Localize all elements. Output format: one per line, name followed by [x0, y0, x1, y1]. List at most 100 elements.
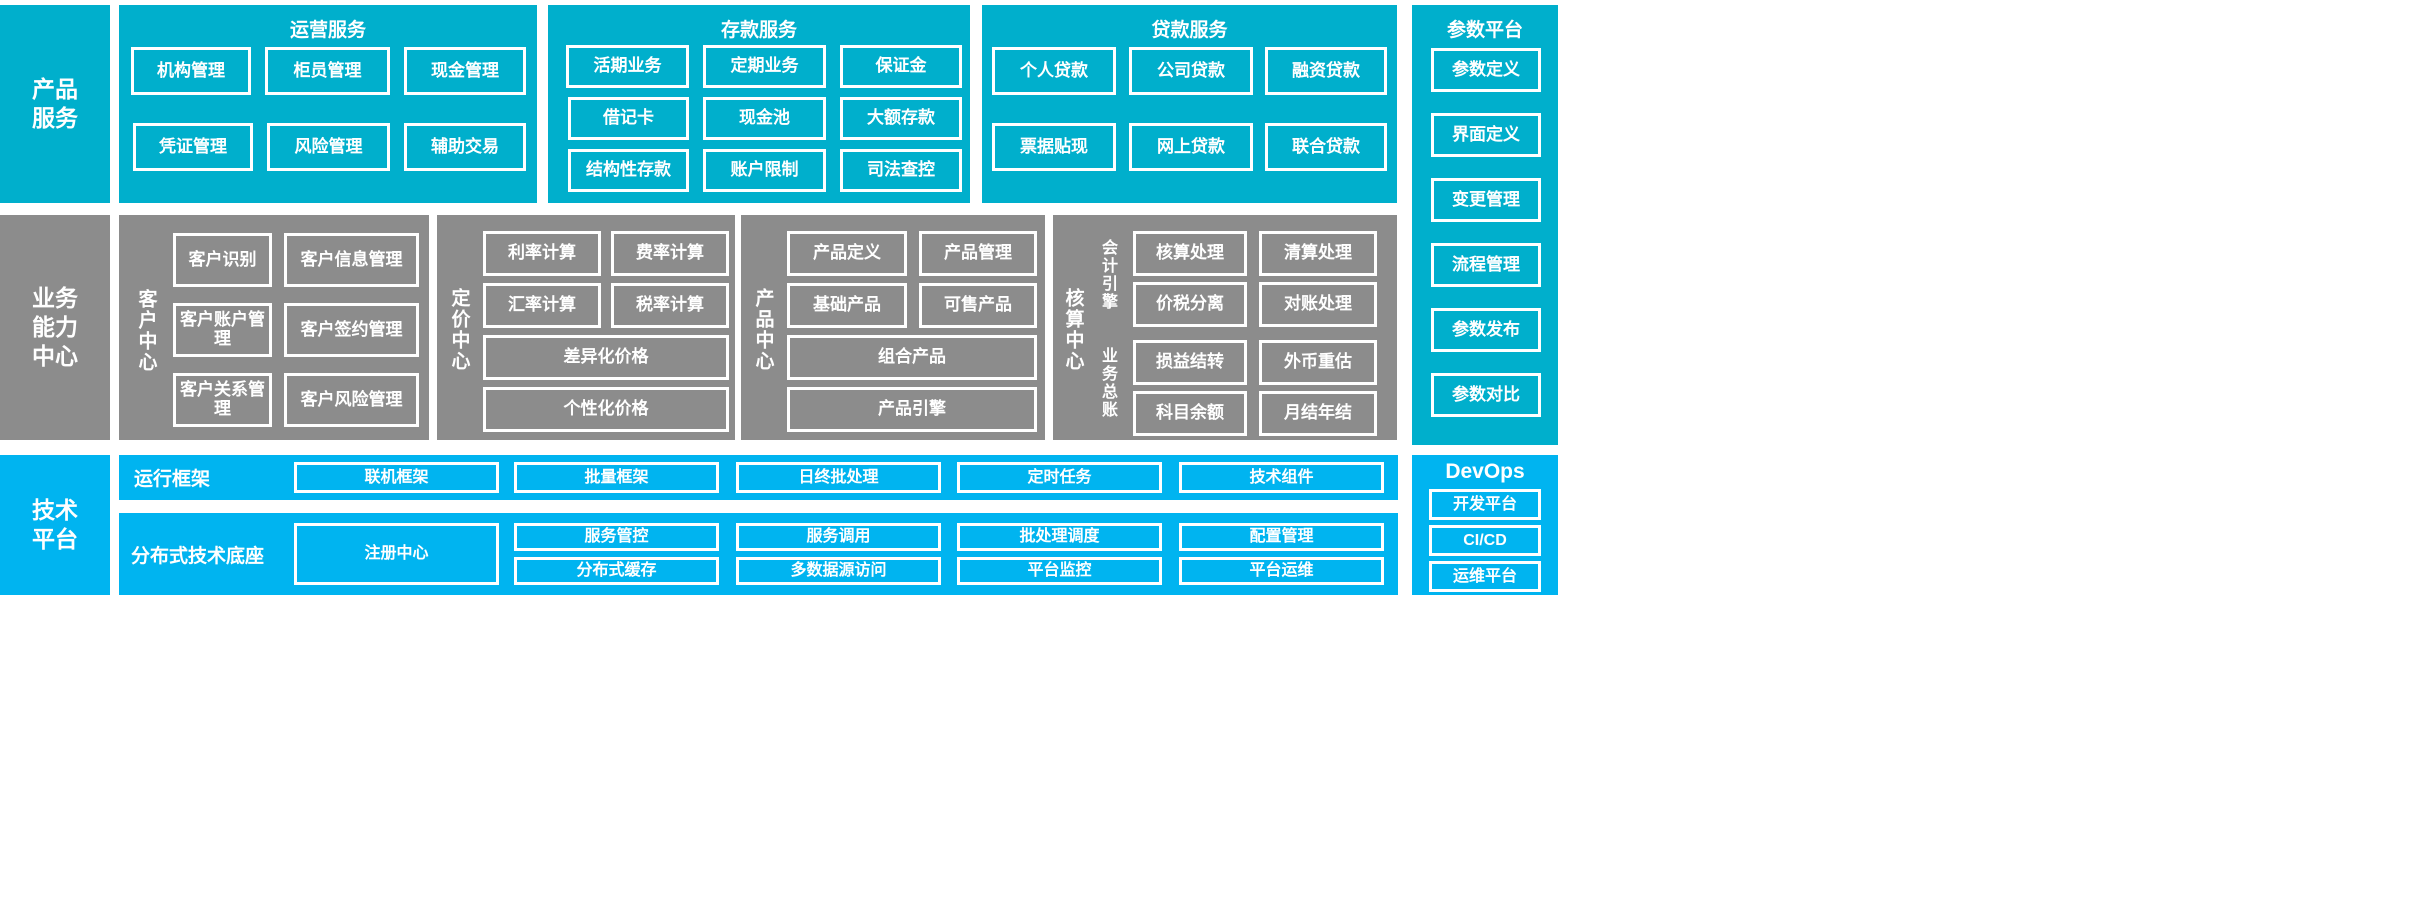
tile-service-governance[interactable]: 服务管控: [514, 523, 719, 551]
tile-account-balance[interactable]: 科目余额: [1133, 391, 1247, 436]
tile-debit-card[interactable]: 借记卡: [568, 97, 689, 140]
tile-platform-operations[interactable]: 平台运维: [1179, 557, 1384, 585]
center-label-customer: 客户中心: [135, 288, 157, 373]
tile-settlement-process[interactable]: 清算处理: [1259, 231, 1377, 276]
tile-ci-cd[interactable]: CI/CD: [1429, 525, 1541, 556]
tile-sellable-product[interactable]: 可售产品: [919, 283, 1037, 328]
tile-service-invocation[interactable]: 服务调用: [736, 523, 941, 551]
group-loan-services: 贷款服务 个人贷款 公司贷款 融资贷款 票据贴现 网上贷款 联合贷款: [982, 5, 1397, 203]
tile-batch-scheduling[interactable]: 批处理调度: [957, 523, 1162, 551]
tile-scheduled-task[interactable]: 定时任务: [957, 462, 1162, 493]
tile-online-framework[interactable]: 联机框架: [294, 462, 499, 493]
group-operation-services: 运营服务 机构管理 柜员管理 现金管理 凭证管理 风险管理 辅助交易: [119, 5, 537, 203]
tile-online-loan[interactable]: 网上贷款: [1129, 123, 1253, 171]
tile-account-restriction[interactable]: 账户限制: [703, 149, 826, 192]
panel-parameter-platform: 参数平台 参数定义 界面定义 变更管理 流程管理 参数发布 参数对比: [1412, 5, 1558, 445]
layer-label-technical-platform: 技术 平台: [0, 455, 110, 595]
tile-foreign-currency-revaluation[interactable]: 外币重估: [1259, 340, 1377, 385]
tile-base-product[interactable]: 基础产品: [787, 283, 907, 328]
tile-demand-deposit[interactable]: 活期业务: [566, 45, 689, 88]
row-label-distributed-base: 分布式技术底座: [131, 545, 265, 567]
tile-customer-account-management[interactable]: 客户账户管理: [173, 303, 272, 357]
tile-ops-platform[interactable]: 运维平台: [1429, 561, 1541, 592]
layer-label-business-capability: 业务 能力 中心: [0, 215, 110, 440]
tile-technical-components[interactable]: 技术组件: [1179, 462, 1384, 493]
tile-org-management[interactable]: 机构管理: [131, 47, 251, 95]
tile-distributed-cache[interactable]: 分布式缓存: [514, 557, 719, 585]
tile-registry-center[interactable]: 注册中心: [294, 523, 499, 585]
tile-batch-framework[interactable]: 批量框架: [514, 462, 719, 493]
tile-dev-platform[interactable]: 开发平台: [1429, 489, 1541, 520]
tile-parameter-definition[interactable]: 参数定义: [1431, 48, 1541, 92]
row-label-runtime-framework: 运行框架: [134, 469, 211, 490]
product-label-line2: 服务: [32, 105, 78, 131]
tile-judicial-control[interactable]: 司法查控: [840, 149, 962, 192]
tile-large-deposit[interactable]: 大额存款: [840, 97, 962, 140]
sub-label-business-ledger: 业务总账: [1099, 347, 1116, 419]
tile-interest-rate-calc[interactable]: 利率计算: [483, 231, 601, 276]
center-product: 产品中心 产品定义 产品管理 基础产品 可售产品 组合产品 产品引擎: [741, 215, 1045, 440]
tile-customer-relation-management[interactable]: 客户关系管理: [173, 373, 272, 427]
panel-devops: DevOps 开发平台 CI/CD 运维平台: [1412, 455, 1558, 595]
tile-personalized-price[interactable]: 个性化价格: [483, 387, 729, 432]
center-pricing: 定价中心 利率计算 费率计算 汇率计算 税率计算 差异化价格 个性化价格: [437, 215, 735, 440]
tile-parameter-compare[interactable]: 参数对比: [1431, 373, 1541, 417]
tile-tax-rate-calc[interactable]: 税率计算: [611, 283, 729, 328]
product-label-line1: 产品: [32, 76, 78, 103]
tech-row-distributed-base: 分布式技术底座 注册中心 服务管控 服务调用 批处理调度 配置管理 分布式缓存 …: [119, 513, 1398, 595]
tile-accounting-process[interactable]: 核算处理: [1133, 231, 1247, 276]
biz-label-line1: 业务: [32, 285, 78, 312]
tile-teller-management[interactable]: 柜员管理: [265, 47, 390, 95]
tile-fee-rate-calc[interactable]: 费率计算: [611, 231, 729, 276]
tile-parameter-release[interactable]: 参数发布: [1431, 308, 1541, 352]
tile-cash-management[interactable]: 现金管理: [404, 47, 526, 95]
tile-product-engine[interactable]: 产品引擎: [787, 387, 1037, 432]
layer-label-product-services: 产品 服务: [0, 5, 110, 203]
tile-bill-discount[interactable]: 票据贴现: [992, 123, 1116, 171]
tile-customer-risk-management[interactable]: 客户风险管理: [284, 373, 419, 427]
tile-multi-datasource-access[interactable]: 多数据源访问: [736, 557, 941, 585]
tile-reconciliation-process[interactable]: 对账处理: [1259, 282, 1377, 327]
tile-customer-identification[interactable]: 客户识别: [173, 233, 272, 287]
tile-corporate-loan[interactable]: 公司贷款: [1129, 47, 1253, 95]
group-title-loan-services: 贷款服务: [1151, 20, 1228, 41]
tile-structured-deposit[interactable]: 结构性存款: [568, 149, 689, 192]
tile-product-definition[interactable]: 产品定义: [787, 231, 907, 276]
tile-time-deposit[interactable]: 定期业务: [703, 45, 826, 88]
tile-product-management[interactable]: 产品管理: [919, 231, 1037, 276]
tile-eod-batch-process[interactable]: 日终批处理: [736, 462, 941, 493]
group-deposit-services: 存款服务 活期业务 定期业务 保证金 借记卡 现金池 大额存款 结构性存款 账户…: [548, 5, 970, 203]
tile-composite-product[interactable]: 组合产品: [787, 335, 1037, 380]
tile-margin-deposit[interactable]: 保证金: [840, 45, 962, 88]
tile-cash-pool[interactable]: 现金池: [703, 97, 826, 140]
panel-title-parameter-platform: 参数平台: [1446, 20, 1523, 41]
tile-config-management[interactable]: 配置管理: [1179, 523, 1384, 551]
tile-process-management[interactable]: 流程管理: [1431, 243, 1541, 287]
tile-differentiated-price[interactable]: 差异化价格: [483, 335, 729, 380]
tile-profit-loss-carryover[interactable]: 损益结转: [1133, 340, 1247, 385]
tech-label-line2: 平台: [32, 526, 78, 552]
center-label-product: 产品中心: [752, 288, 774, 372]
tile-financing-loan[interactable]: 融资贷款: [1265, 47, 1387, 95]
tile-customer-info-management[interactable]: 客户信息管理: [284, 233, 419, 287]
center-customer: 客户中心 客户识别 客户信息管理 客户账户管理 客户签约管理 客户关系管理 客户…: [119, 215, 429, 440]
tile-exchange-rate-calc[interactable]: 汇率计算: [483, 283, 601, 328]
tile-month-year-end-close[interactable]: 月结年结: [1259, 391, 1377, 436]
tile-auxiliary-transaction[interactable]: 辅助交易: [404, 123, 526, 171]
tile-customer-contract-management[interactable]: 客户签约管理: [284, 303, 419, 357]
tile-risk-management[interactable]: 风险管理: [267, 123, 390, 171]
tile-personal-loan[interactable]: 个人贷款: [992, 47, 1116, 95]
tile-syndicated-loan[interactable]: 联合贷款: [1265, 123, 1387, 171]
tile-platform-monitoring[interactable]: 平台监控: [957, 557, 1162, 585]
tile-interface-definition[interactable]: 界面定义: [1431, 113, 1541, 157]
tile-voucher-management[interactable]: 凭证管理: [133, 123, 253, 171]
tech-row-runtime-framework: 运行框架 联机框架 批量框架 日终批处理 定时任务 技术组件: [119, 455, 1398, 500]
biz-label-line2: 能力: [32, 314, 78, 341]
center-label-accounting: 核算中心: [1062, 288, 1084, 372]
center-label-pricing: 定价中心: [448, 288, 470, 372]
group-title-operation-services: 运营服务: [289, 20, 366, 41]
tile-change-management[interactable]: 变更管理: [1431, 178, 1541, 222]
biz-label-line3: 中心: [32, 342, 78, 369]
tile-price-tax-separation[interactable]: 价税分离: [1133, 282, 1247, 327]
